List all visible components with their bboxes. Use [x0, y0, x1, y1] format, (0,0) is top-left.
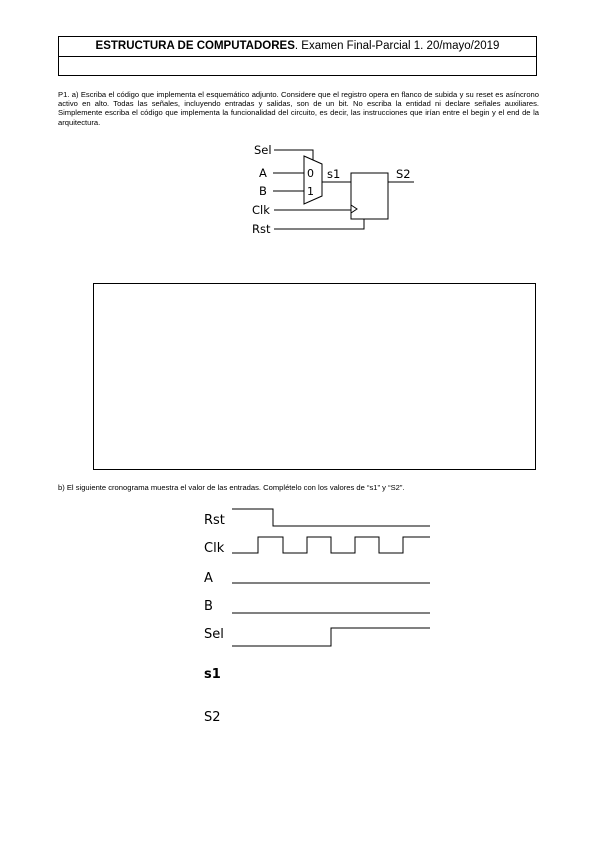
schematic-label-s2: S2: [396, 167, 411, 181]
mux-input-0: 0: [307, 167, 314, 180]
schematic-label-s1: s1: [327, 167, 340, 181]
rst-wire: [274, 219, 365, 230]
clock-edge-marker: [350, 204, 358, 214]
timing-label-sel: Sel: [204, 627, 224, 642]
exam-header: ESTRUCTURA DE COMPUTADORES. Examen Final…: [58, 36, 537, 76]
answer-box[interactable]: [93, 283, 536, 470]
schematic-label-clk: Clk: [252, 203, 270, 217]
timing-label-a: A: [204, 571, 213, 586]
timing-label-b: B: [204, 599, 213, 614]
register-box: [350, 172, 389, 220]
sel-wire: [274, 149, 314, 162]
schematic-label-sel: Sel: [254, 143, 272, 157]
mux-input-1: 1: [307, 185, 314, 198]
timing-label-rst: Rst: [204, 513, 225, 528]
mux-shape: [303, 155, 323, 205]
exam-title: ESTRUCTURA DE COMPUTADORES. Examen Final…: [59, 37, 536, 57]
timing-label-s2: S2: [204, 710, 221, 725]
question-1b-statement: b) El siguiente cronograma muestra el va…: [58, 483, 405, 492]
sel-waveform: [232, 627, 430, 647]
timing-label-clk: Clk: [204, 541, 225, 556]
schematic-label-b: B: [259, 184, 267, 198]
exam-info: . Examen Final-Parcial 1. 20/mayo/2019: [294, 40, 500, 52]
question-1a-statement: P1. a) Escriba el código que implementa …: [58, 90, 539, 127]
schematic-label-rst: Rst: [252, 222, 271, 236]
rst-waveform: [232, 508, 430, 527]
subject-name: ESTRUCTURA DE COMPUTADORES: [95, 40, 295, 52]
clk-waveform: [232, 536, 430, 554]
schematic-label-a: A: [259, 166, 267, 180]
timing-label-s1: s1: [204, 667, 221, 682]
